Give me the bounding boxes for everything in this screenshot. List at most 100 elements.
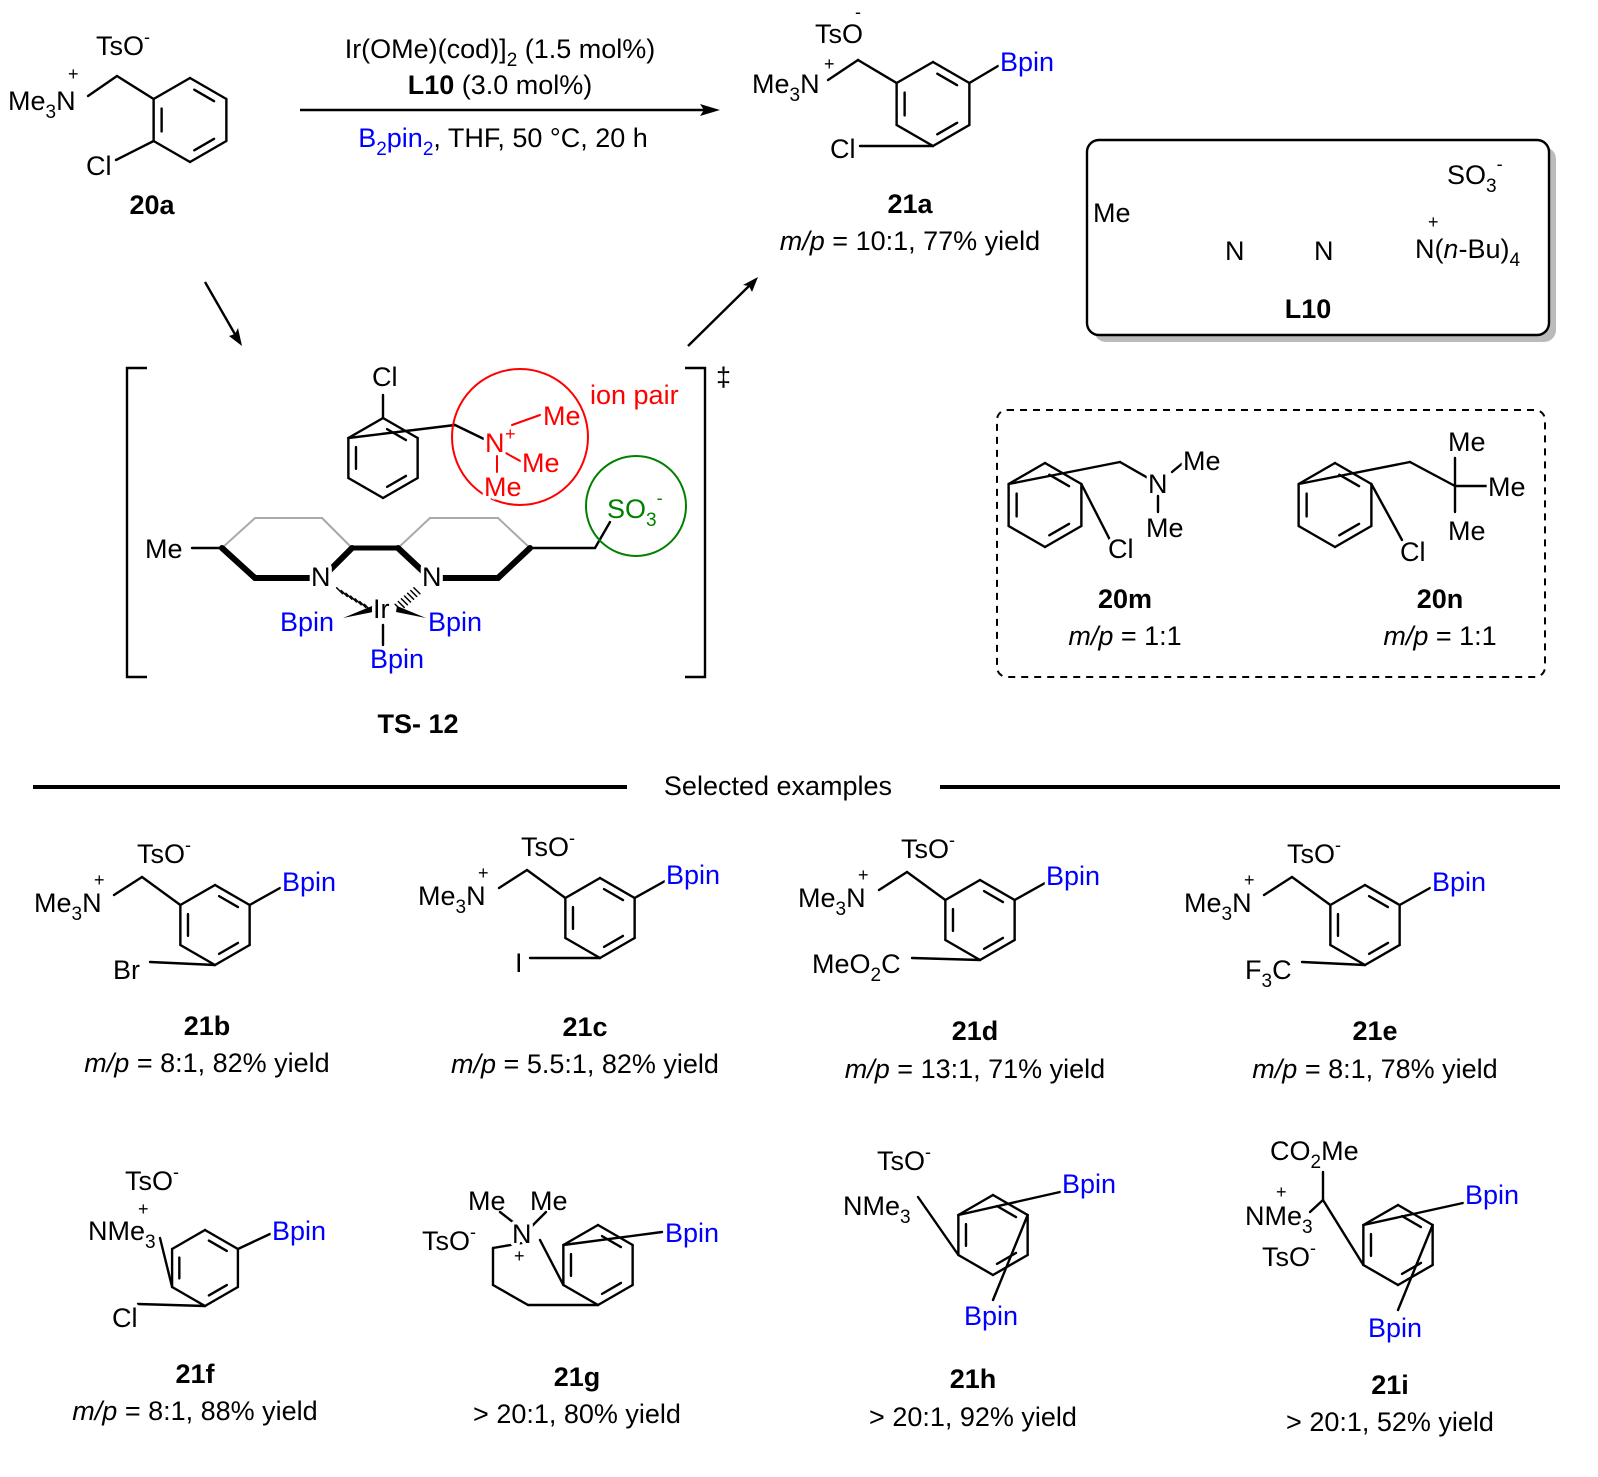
ion-pair-circle <box>451 368 589 506</box>
ring-bond <box>213 943 251 967</box>
ring-bond <box>1297 461 1337 486</box>
svg-text:Bpin: Bpin <box>280 607 334 637</box>
compound-21g: Me Me N + TsO- Bpin 21g > 20:1, 80% yiel… <box>422 1186 723 1429</box>
ring-bond <box>895 123 935 148</box>
ring-bond <box>598 876 636 900</box>
svg-text:TS- 12: TS- 12 <box>377 709 458 739</box>
wedge-bond <box>343 606 373 618</box>
ring-bond <box>203 1285 240 1308</box>
bond <box>905 870 947 902</box>
bond <box>1370 482 1404 542</box>
bond <box>491 1240 530 1250</box>
ring-bond <box>978 878 1016 902</box>
double-bond <box>602 934 625 949</box>
svg-text:NMe3: NMe3 <box>88 1216 156 1253</box>
bond <box>826 58 860 82</box>
bond <box>1408 460 1457 488</box>
double-dagger: ‡ <box>716 362 731 392</box>
svg-text:m/p = 8:1, 78% yield: m/p = 8:1, 78% yield <box>1252 1054 1497 1084</box>
svg-text:I: I <box>515 948 523 978</box>
double-bond <box>936 72 959 87</box>
sulfonate-circle <box>585 455 687 557</box>
svg-text:21b: 21b <box>184 1011 231 1041</box>
bond <box>1007 460 1122 486</box>
ring-bond <box>1043 524 1083 549</box>
ring-bond <box>347 416 385 440</box>
ring-bond <box>170 1285 207 1308</box>
double-bond <box>600 1234 623 1249</box>
svg-text:Me: Me <box>1448 427 1486 457</box>
bond <box>140 875 182 907</box>
svg-text:21d: 21d <box>952 1016 999 1046</box>
svg-text:Me: Me <box>530 1186 568 1216</box>
ring-bond <box>497 517 531 549</box>
ring-bond <box>1362 1263 1400 1287</box>
ligand-box <box>1085 138 1551 337</box>
double-bond <box>602 887 625 902</box>
svg-text:-: - <box>855 2 861 22</box>
svg-text:Me: Me <box>1448 516 1486 546</box>
svg-text:NMe3: NMe3 <box>843 1191 911 1228</box>
ring-bond <box>319 545 355 581</box>
svg-text:Bpin: Bpin <box>428 607 482 637</box>
svg-text:Bpin: Bpin <box>282 867 336 897</box>
bond <box>158 1236 174 1289</box>
bond <box>593 520 612 550</box>
svg-text:Cl: Cl <box>112 1303 138 1333</box>
svg-text:Me3N: Me3N <box>798 883 866 920</box>
svg-text:Me3N: Me3N <box>8 86 76 123</box>
svg-text:Me: Me <box>1488 472 1526 502</box>
svg-text:Me: Me <box>145 534 183 564</box>
bond <box>511 414 541 426</box>
bond-lines <box>86 58 1490 1312</box>
svg-text:+: + <box>1244 870 1255 890</box>
bond <box>916 1195 960 1257</box>
ring-bond <box>213 883 251 907</box>
bond <box>503 451 523 463</box>
catalyst-text: Ir(OMe)(cod)]2 (1.5 mol%) <box>345 34 656 71</box>
hashed-bond <box>400 598 409 606</box>
arrow-to-ts <box>203 281 242 346</box>
ring-bond <box>397 517 431 549</box>
hashed-bond <box>345 592 353 600</box>
ring-bond <box>957 1193 995 1217</box>
hashed-bond <box>406 592 415 600</box>
ring-bond <box>1007 461 1047 486</box>
ring-bond <box>219 545 258 581</box>
bond <box>1118 460 1150 480</box>
svg-text:m/p = 10:1, 77% yield: m/p = 10:1, 77% yield <box>780 226 1040 256</box>
svg-text:21i: 21i <box>1371 1370 1409 1400</box>
double-bond <box>385 474 408 489</box>
ring-bond <box>381 416 419 440</box>
svg-text:N: N <box>1225 236 1245 266</box>
svg-text:> 20:1, 92% yield: > 20:1, 92% yield <box>869 1402 1077 1432</box>
double-bond <box>1048 522 1071 537</box>
double-bond <box>995 1251 1018 1266</box>
svg-text:Bpin: Bpin <box>1000 47 1054 77</box>
svg-text:L10: L10 <box>1285 294 1332 324</box>
svg-text:m/p = 5.5:1, 82% yield: m/p = 5.5:1, 82% yield <box>451 1049 719 1079</box>
bond <box>112 875 144 897</box>
double-bond <box>1338 473 1361 488</box>
ring-bond <box>221 517 256 549</box>
svg-text:Me3N: Me3N <box>418 881 486 918</box>
wedge-bond <box>396 606 426 618</box>
conditions-text: B2pin2, THF, 50 °C, 20 h <box>358 123 648 160</box>
bond <box>1398 886 1432 907</box>
compound-21e: TsO- + Me3N Bpin F3C 21e m/p = 8:1, 78% … <box>1181 835 1498 1084</box>
transition-state-ts12: ‡ Cl ion pair N + Me Me Me SO3- Me N N I… <box>142 359 732 740</box>
svg-text:TsO-: TsO- <box>877 1142 931 1176</box>
ligand-L10: Me N N SO3- + N(n-Bu)4 L10 <box>1090 151 1525 325</box>
hashed-bond <box>359 600 367 609</box>
ring-bond <box>978 938 1016 962</box>
bond <box>530 1210 548 1228</box>
hashed-bond <box>397 600 405 609</box>
svg-text:Bpin: Bpin <box>666 860 720 890</box>
ring-bond <box>991 1193 1029 1217</box>
svg-text:SO3-: SO3- <box>607 488 663 531</box>
svg-text:21h: 21h <box>950 1364 997 1394</box>
hashed-bond <box>354 598 362 606</box>
ring-bond <box>931 123 971 148</box>
svg-text:Bpin: Bpin <box>370 644 424 674</box>
bond <box>86 74 119 98</box>
